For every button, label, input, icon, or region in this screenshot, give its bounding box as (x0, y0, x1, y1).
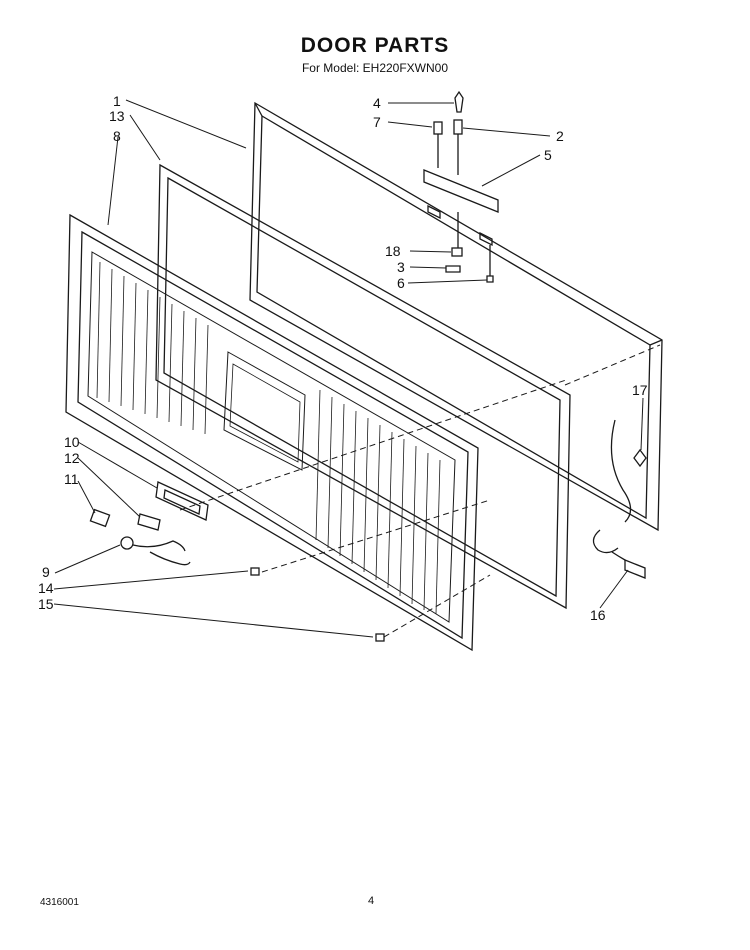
door-gasket-part (155, 163, 571, 610)
hinge-assembly (423, 90, 499, 283)
document-code: 4316001 (40, 897, 79, 908)
callout-15: 15 (38, 596, 54, 612)
callout-13: 13 (109, 108, 125, 124)
alignment-lines (179, 344, 661, 638)
callout-18: 18 (385, 243, 401, 259)
callout-11: 11 (64, 471, 79, 487)
callout-8: 8 (113, 128, 121, 144)
callout-3: 3 (397, 259, 405, 275)
page-number: 4 (368, 895, 375, 907)
callout-10: 10 (64, 434, 80, 450)
callout-12: 12 (64, 450, 80, 466)
callout-14: 14 (38, 580, 54, 596)
callout-5: 5 (544, 147, 552, 163)
fasteners (250, 567, 385, 642)
callout-labels: 1 13 8 4 7 2 5 18 3 6 17 10 12 11 9 14 1… (38, 93, 648, 623)
light-switch-wiring (592, 419, 647, 579)
light-assembly (89, 481, 209, 566)
callout-2: 2 (556, 128, 564, 144)
callout-4: 4 (373, 95, 381, 111)
callout-16: 16 (590, 607, 606, 623)
page-title: DOOR PARTS (300, 34, 450, 57)
callout-17: 17 (632, 382, 648, 398)
callout-6: 6 (397, 275, 405, 291)
callout-9: 9 (42, 564, 50, 580)
door-liner-part (249, 101, 663, 532)
callout-1: 1 (113, 93, 121, 109)
callout-7: 7 (373, 114, 381, 130)
model-subtitle: For Model: EH220FXWN00 (301, 61, 449, 75)
leader-lines (53, 99, 644, 638)
outer-door-panel-part (65, 213, 479, 652)
